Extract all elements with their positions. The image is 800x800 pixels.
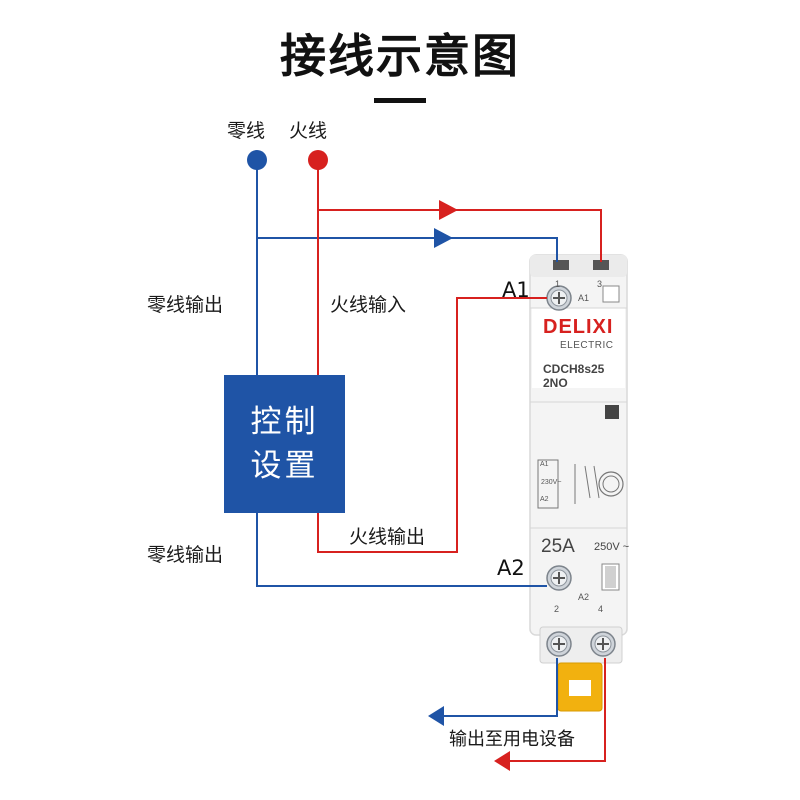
live-output-label: 火线输出 [349, 526, 426, 548]
brand-logo: DELIXI [543, 316, 614, 338]
terminal-screw-2 [546, 631, 572, 657]
terminal-a1-label: A1 [502, 278, 530, 302]
output-to-device-label: 输出至用电设备 [449, 729, 575, 750]
live-input-label: 火线输入 [330, 294, 407, 316]
terminal-screw-4 [590, 631, 616, 657]
brand-subtitle: ELECTRIC [560, 340, 614, 351]
voltage-rating: 250V ~ [594, 541, 630, 553]
control-box-line1: 控制 [250, 404, 319, 440]
terminal-3-marking: 3 [597, 279, 603, 289]
model-number: CDCH8s25 2NO [543, 362, 604, 390]
live-wire [317, 160, 606, 762]
contactor-device [529, 254, 628, 712]
live-arrow-right [439, 200, 458, 220]
model-line2: 2NO [543, 376, 568, 390]
neutral-arrow-left [428, 706, 444, 726]
terminal-screw-a1 [546, 285, 572, 311]
terminal-1-marking: 1 [555, 279, 561, 289]
terminal-a2-label: A2 [497, 556, 525, 580]
live-arrow-left [494, 751, 510, 771]
neutral-output-bottom-label: 零线输出 [147, 544, 224, 566]
schematic-voltage-marking: 230V~ [541, 479, 562, 486]
neutral-label: 零线 [227, 120, 266, 142]
schematic-a1-marking: A1 [540, 461, 549, 468]
schematic-a2-marking: A2 [540, 496, 549, 503]
terminal-4-marking: 4 [598, 604, 604, 614]
terminal-a1-marking: A1 [578, 293, 590, 303]
terminal-screw-a2 [546, 565, 572, 591]
title-underline [374, 98, 426, 103]
terminal-2-marking: 2 [554, 604, 560, 614]
control-box-line2: 设置 [250, 448, 319, 484]
neutral-wire [256, 160, 558, 717]
control-box: 控制 设置 [224, 375, 345, 513]
live-label: 火线 [289, 120, 328, 142]
page-title: 接线示意图 [280, 29, 520, 83]
neutral-arrow-right [434, 228, 453, 248]
neutral-output-top-label: 零线输出 [147, 294, 224, 316]
terminal-a2-marking: A2 [578, 592, 590, 602]
current-rating: 25A [541, 536, 575, 557]
model-line1: CDCH8s25 [543, 362, 605, 376]
